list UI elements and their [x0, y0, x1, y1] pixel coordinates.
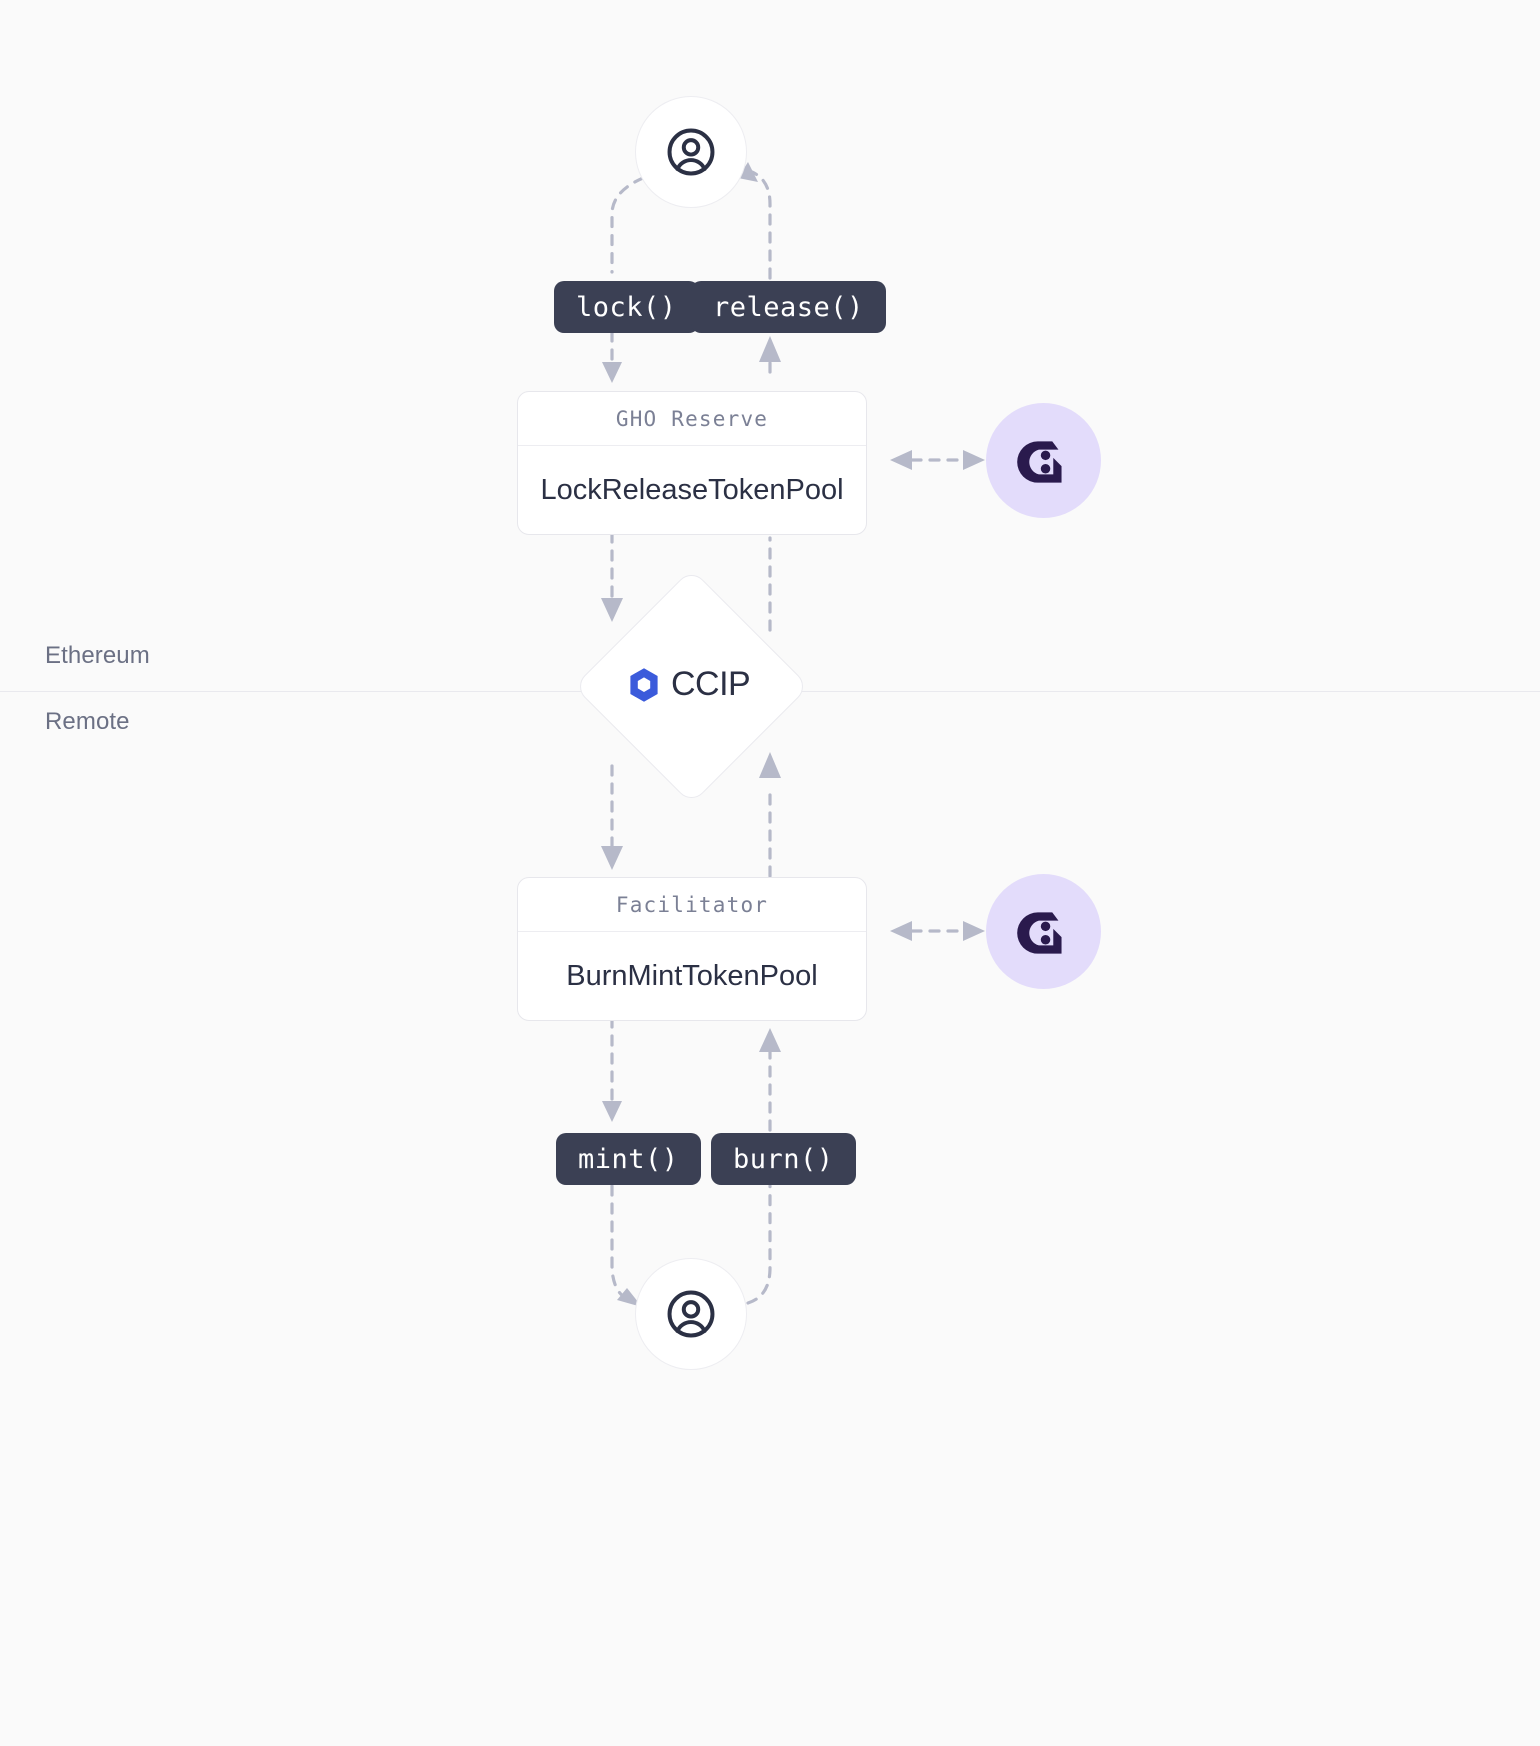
node-body-lock-release-token-pool: LockReleaseTokenPool: [540, 473, 844, 506]
gho-token-badge-bottom[interactable]: [986, 874, 1101, 989]
lane-label-remote: Remote: [45, 708, 130, 735]
edge-mint-to-user: [610, 1184, 637, 1305]
method-pill-release[interactable]: release(): [691, 281, 886, 333]
edge-user-to-burn: [746, 1184, 772, 1305]
lane-label-ethereum: Ethereum: [45, 642, 150, 669]
gho-logo-icon: [1016, 440, 1062, 483]
arrowhead-burnmint-to-ccip: [759, 752, 781, 778]
node-header-gho-reserve: GHO Reserve: [518, 392, 866, 446]
arrowhead-burnmint-to-mint: [602, 1101, 622, 1122]
arrowhead-gho-bottom-right: [963, 921, 985, 941]
user-avatar-icon: [667, 1290, 715, 1338]
arrowhead-gho-bottom-left: [890, 921, 912, 941]
gho-token-badge-top[interactable]: [986, 403, 1101, 518]
arrowhead-lockrelease-to-release: [759, 336, 781, 362]
gho-logo-icon: [1016, 911, 1062, 954]
arrowhead-pool-to-ccip: [601, 598, 623, 622]
node-burn-mint-token-pool[interactable]: Facilitator BurnMintTokenPool: [517, 877, 867, 1021]
method-pill-lock[interactable]: lock(): [554, 281, 699, 333]
arrowhead-gho-top-left: [890, 450, 912, 470]
arrowhead-ccip-to-burnmint: [601, 846, 623, 870]
ccip-label-group: CCIP: [627, 665, 751, 704]
chainlink-hexagon-icon: [630, 667, 658, 702]
user-avatar-icon: [667, 128, 715, 176]
node-header-facilitator: Facilitator: [518, 878, 866, 932]
arrowhead-lock-to-pool: [602, 362, 622, 383]
edge-release-to-user: [750, 170, 772, 280]
arrowhead-gho-top-right: [963, 450, 985, 470]
method-pill-burn[interactable]: burn(): [711, 1133, 856, 1185]
node-body-burn-mint-token-pool: BurnMintTokenPool: [566, 959, 818, 992]
arrowhead-release-to-user: [738, 162, 758, 182]
node-lock-release-token-pool[interactable]: GHO Reserve LockReleaseTokenPool: [517, 391, 867, 535]
actor-user-bottom[interactable]: [635, 1258, 747, 1370]
actor-user-top[interactable]: [635, 96, 747, 208]
ccip-label-text: CCIP: [671, 665, 751, 703]
arrowhead-burn-to-burnmint: [759, 1028, 781, 1052]
method-pill-mint[interactable]: mint(): [556, 1133, 701, 1185]
